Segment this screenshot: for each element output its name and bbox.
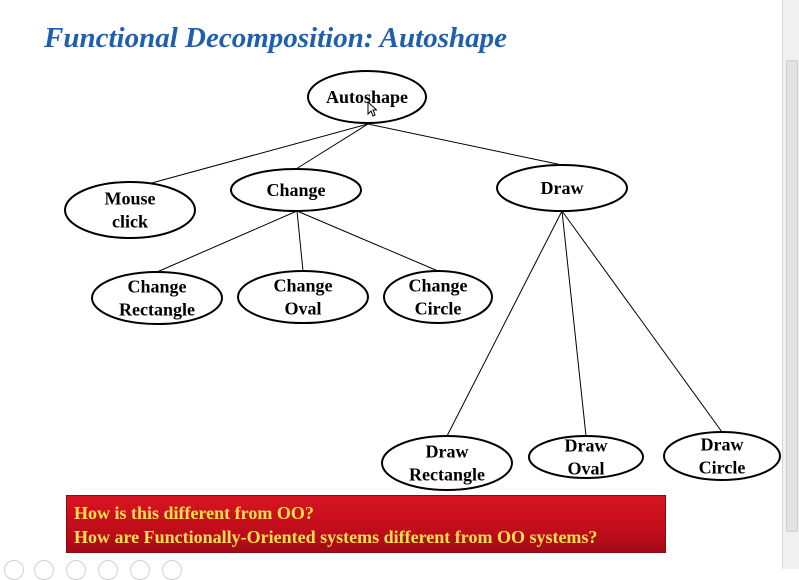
node-draw-rectangle-label-2: Rectangle	[409, 465, 485, 485]
edge-autoshape-to-mouse-click	[147, 123, 369, 185]
node-draw-oval-ellipse	[528, 435, 644, 479]
node-change-oval-label-2: Oval	[284, 299, 321, 319]
question-2: How are Functionally-Oriented systems di…	[74, 527, 598, 547]
scrollbar-thumb[interactable]	[786, 60, 798, 532]
node-draw-rectangle-label-1: Draw	[426, 442, 469, 462]
node-change-circle-ellipse	[383, 270, 493, 324]
edge-change-to-change-circle	[296, 210, 439, 272]
node-mouse-click-ellipse	[64, 181, 196, 239]
nav-zoom-icon[interactable]	[130, 560, 150, 580]
nav-forward-icon[interactable]	[34, 560, 54, 580]
edge-draw-to-draw-circle	[561, 210, 723, 433]
node-change-oval-label-1: Change	[273, 276, 332, 296]
node-change-rectangle-ellipse	[91, 271, 223, 325]
edge-draw-to-draw-rectangle	[446, 210, 563, 437]
node-draw-rectangle-ellipse	[381, 435, 513, 491]
node-draw-circle-ellipse	[663, 431, 781, 481]
edge-change-to-change-rectangle	[156, 210, 298, 273]
discussion-question-box: How is this different from OO? How are F…	[66, 495, 666, 553]
nav-pen-icon[interactable]	[66, 560, 86, 580]
node-change-rectangle-label-2: Rectangle	[119, 300, 195, 320]
node-mouse-click-label-2: click	[112, 212, 148, 232]
vertical-scrollbar[interactable]	[782, 0, 799, 569]
question-1: How is this different from OO?	[74, 503, 314, 523]
node-change-circle-label-2: Circle	[415, 299, 462, 319]
edge-draw-to-draw-oval	[561, 210, 587, 437]
node-change-oval-ellipse	[237, 270, 369, 324]
node-autoshape-ellipse	[307, 70, 427, 124]
node-draw-label-1: Draw	[541, 178, 584, 198]
node-change-circle-label-1: Change	[408, 276, 467, 296]
node-draw-ellipse	[496, 164, 628, 212]
node-draw-oval-label-1: Draw	[565, 436, 608, 456]
edges	[147, 123, 723, 437]
slide: Functional Decomposition: Autoshape Auto…	[4, 22, 781, 580]
edge-autoshape-to-change	[295, 123, 369, 170]
node-draw-circle-label-1: Draw	[701, 435, 744, 455]
edge-autoshape-to-draw	[367, 123, 563, 166]
node-mouse-click: Mouse click	[64, 181, 196, 239]
node-draw-circle-label-2: Circle	[699, 458, 746, 478]
node-draw: Draw	[496, 164, 628, 212]
nav-more-icon[interactable]	[162, 560, 182, 580]
edge-change-to-change-oval	[296, 210, 304, 272]
nav-menu-icon[interactable]	[98, 560, 118, 580]
node-change-rectangle-label-1: Change	[127, 277, 186, 297]
mouse-pointer-icon	[367, 100, 378, 122]
nav-back-icon[interactable]	[4, 560, 24, 580]
node-mouse-click-label-1: Mouse	[105, 189, 156, 209]
node-autoshape-label-1: Autoshape	[326, 87, 408, 107]
slide-title: Functional Decomposition: Autoshape	[44, 22, 507, 54]
node-change: Change	[230, 168, 362, 212]
node-change-label-1: Change	[266, 180, 325, 200]
node-change-ellipse	[230, 168, 362, 212]
node-draw-oval-label-2: Oval	[567, 459, 604, 479]
node-autoshape: Autoshape	[307, 70, 427, 124]
